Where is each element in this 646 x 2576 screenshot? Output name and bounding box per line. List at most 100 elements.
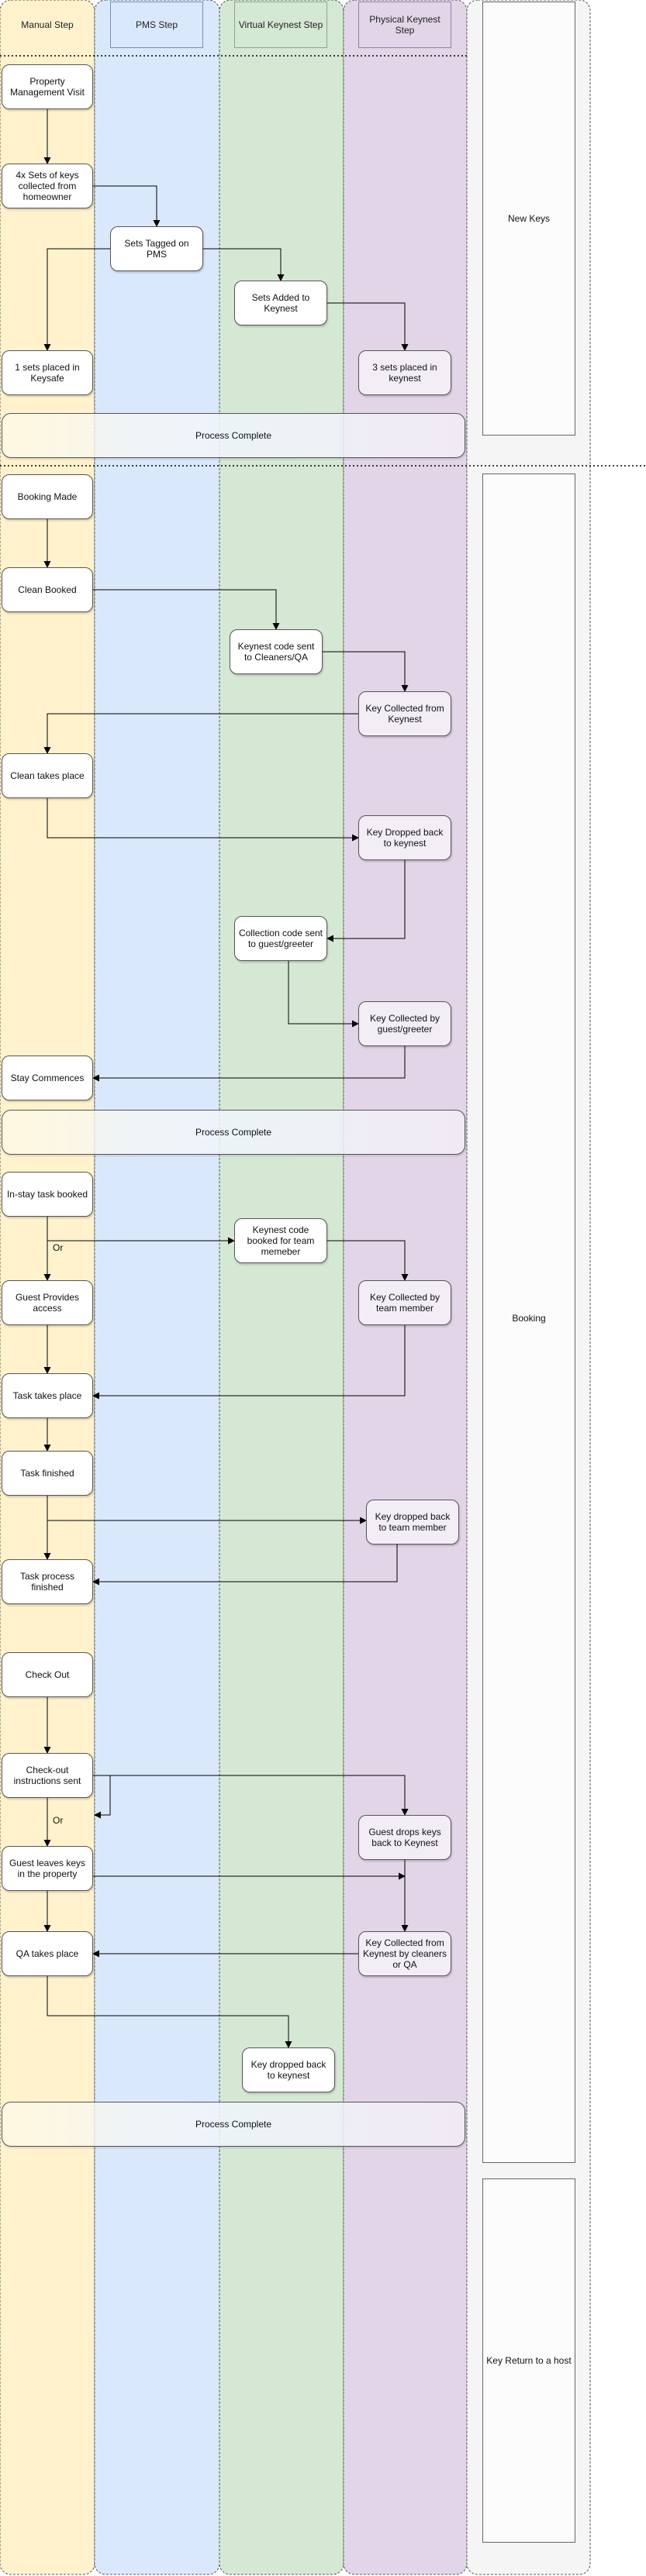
flow-connector (327, 302, 409, 351)
node-clean-booked: Clean Booked (2, 567, 93, 612)
flow-connector (326, 860, 406, 942)
node-label: Keynest code booked for team memeber (247, 1224, 315, 1257)
node-booking-made: Booking Made (2, 474, 93, 519)
flow-connector (95, 1775, 409, 1816)
node-label: Key Collected by team member (369, 1292, 440, 1314)
node-label: Clean Booked (18, 584, 77, 595)
flow-connector (203, 248, 285, 281)
node-guest-drops-keys: Guest drops keys back to Keynest (358, 1815, 451, 1860)
node-task-finished: Task finished (2, 1451, 93, 1496)
node-label: Key Collected by guest/greeter (369, 1013, 440, 1035)
node-placed-keysafe: 1 sets placed in Keysafe (2, 350, 93, 395)
node-label: Task finished (20, 1468, 74, 1479)
side-box-new-keys: New Keys (482, 2, 575, 436)
node-label: Task takes place (12, 1390, 82, 1401)
flow-connector (93, 589, 280, 630)
node-guest-provides-access: Guest Provides access (2, 1280, 93, 1325)
node-qa-takes-place: QA takes place (2, 1931, 93, 1976)
node-key-collected-team: Key Collected by team member (358, 1280, 451, 1325)
node-collection-code-guest: Collection code sent to guest/greeter (234, 916, 327, 961)
flow-connector (92, 1325, 406, 1400)
side-box-key-return-label: Key Return to a host (486, 2355, 572, 2366)
node-key-collected-guest: Key Collected by guest/greeter (358, 1001, 451, 1046)
node-keys-collected: 4x Sets of keys collected from homeowner (2, 164, 93, 208)
lane-header-physical: Physical Keynest Step (358, 2, 451, 48)
flow-connector (288, 961, 359, 1028)
process-complete-label: Process Complete (195, 430, 272, 441)
lane-header-physical-label: Physical Keynest Step (369, 14, 440, 36)
node-label: QA takes place (16, 1948, 79, 1959)
node-label: Key Collected from Keynest by cleaners o… (362, 1937, 447, 1970)
node-label: Key dropped back to keynest (250, 2059, 326, 2081)
edge-label-text: Or (53, 1242, 64, 1253)
node-label: Clean takes place (10, 770, 85, 781)
node-checkout-instructions: Check-out instructions sent (2, 1753, 93, 1798)
node-label: Key Collected from Keynest (365, 703, 444, 725)
flow-connector (47, 1976, 292, 2048)
node-label: Check Out (25, 1669, 70, 1680)
node-placed-keynest: 3 sets placed in keynest (358, 350, 451, 395)
node-sets-tagged: Sets Tagged on PMS (110, 226, 203, 271)
node-task-takes-place: Task takes place (2, 1373, 93, 1418)
lane-header-manual: Manual Step (0, 0, 95, 50)
node-key-dropped-back-keynest: Key dropped back to keynest (242, 2047, 335, 2092)
node-label: Key dropped back to team member (375, 1511, 451, 1533)
node-task-process-finished: Task process finished (2, 1559, 93, 1604)
lane-header-virtual: Virtual Keynest Step (234, 2, 327, 48)
node-clean-takes-place: Clean takes place (2, 753, 93, 798)
node-label: Guest drops keys back to Keynest (368, 1827, 441, 1848)
node-label: Keynest code sent to Cleaners/QA (237, 641, 315, 663)
flow-connector (43, 713, 358, 754)
node-property-management-visit: Property Management Visit (2, 64, 93, 109)
node-in-stay-task-booked: In-stay task booked (2, 1172, 93, 1217)
process-complete-band: Process Complete (2, 2102, 465, 2147)
lane-virtual-bg (219, 0, 344, 2575)
node-label: Guest leaves keys in the property (9, 1858, 86, 1879)
node-label: 3 sets placed in keynest (372, 362, 437, 384)
node-key-dropped-team: Key dropped back to team member (366, 1500, 459, 1545)
flow-connector (92, 1545, 398, 1586)
node-check-out: Check Out (2, 1652, 93, 1697)
node-label: Property Management Visit (10, 76, 85, 98)
node-key-collected-keynest: Key Collected from Keynest (358, 691, 451, 736)
lane-pms-bg (94, 0, 220, 2575)
node-label: Guest Provides access (15, 1292, 80, 1314)
side-box-new-keys-label: New Keys (507, 213, 551, 224)
node-label: Collection code sent to guest/greeter (238, 928, 323, 949)
flow-connector (327, 1240, 409, 1281)
node-guest-leaves-keys: Guest leaves keys in the property (2, 1846, 93, 1891)
node-label: Stay Commences (10, 1073, 85, 1083)
edge-label-or: Or (53, 1242, 63, 1253)
node-label: In-stay task booked (6, 1189, 88, 1200)
process-complete-band: Process Complete (2, 413, 465, 458)
node-label: Key Dropped back to keynest (366, 827, 444, 849)
flow-connector (92, 1046, 406, 1082)
lane-header-pms-label: PMS Step (135, 19, 178, 30)
lane-header-pms: PMS Step (110, 2, 203, 48)
node-label: Sets Tagged on PMS (124, 238, 189, 260)
lane-header-virtual-label: Virtual Keynest Step (238, 19, 323, 30)
edge-label-text: Or (53, 1815, 64, 1826)
flow-connector (323, 651, 409, 692)
flow-connector (47, 798, 359, 842)
side-box-booking: Booking (482, 474, 575, 2163)
node-label: 1 sets placed in Keysafe (15, 362, 80, 384)
process-complete-label: Process Complete (195, 1127, 272, 1138)
node-key-collected-cleaners: Key Collected from Keynest by cleaners o… (358, 1931, 451, 1976)
side-box-booking-label: Booking (512, 1313, 546, 1324)
node-code-sent-cleaners: Keynest code sent to Cleaners/QA (230, 629, 323, 674)
node-label: Check-out instructions sent (13, 1765, 81, 1786)
process-complete-label: Process Complete (195, 2119, 272, 2130)
node-stay-commences: Stay Commences (2, 1056, 93, 1100)
side-box-key-return: Key Return to a host (482, 2178, 575, 2543)
node-sets-added: Sets Added to Keynest (234, 281, 327, 325)
node-label: 4x Sets of keys collected from homeowner (16, 170, 79, 202)
lane-header-manual-label: Manual Step (21, 19, 74, 30)
flow-connector (93, 185, 161, 227)
node-label: Task process finished (19, 1571, 75, 1593)
node-key-dropped-back-keynest: Key Dropped back to keynest (358, 815, 451, 860)
edge-label-or: Or (53, 1815, 63, 1826)
process-complete-band: Process Complete (2, 1110, 465, 1155)
node-code-booked-team: Keynest code booked for team memeber (234, 1218, 327, 1263)
node-label: Booking Made (17, 491, 78, 502)
